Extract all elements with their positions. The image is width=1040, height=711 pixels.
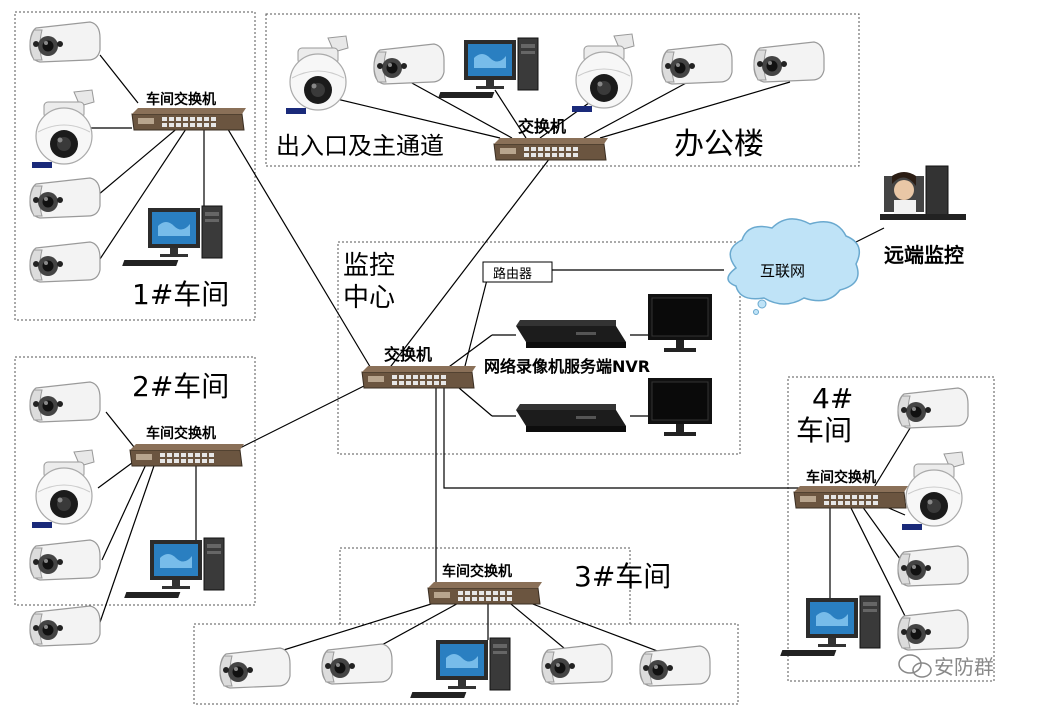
bullet-camera	[29, 605, 101, 647]
bullet-camera	[897, 609, 969, 651]
dome-camera	[31, 89, 95, 169]
workshop3-upper-zone-border	[339, 547, 631, 625]
bullet-camera	[29, 241, 101, 283]
workshop4-label-line1: 4#	[812, 382, 853, 415]
center-label-line1: 监控	[343, 251, 395, 281]
dome-camera	[285, 35, 349, 115]
entrance-label: 出入口及主通道	[276, 132, 444, 160]
center-label-line2: 中心	[343, 283, 395, 313]
nvr-recorder	[516, 404, 626, 432]
workshop4-switch	[793, 485, 909, 509]
bullet-camera	[373, 43, 445, 85]
office-label: 办公楼	[674, 127, 764, 162]
bullet-camera	[321, 643, 393, 685]
workshop3-lower-zone-border	[193, 623, 739, 705]
workshop1-switch	[131, 107, 247, 131]
bullet-camera	[29, 539, 101, 581]
nvr-recorder	[516, 320, 626, 348]
workshop2-zone-border	[14, 356, 256, 606]
dome-camera	[31, 449, 95, 529]
workshop1-switch-label: 车间交换机	[146, 91, 216, 108]
router-label: 路由器	[493, 266, 532, 282]
entrance-office-zone-border	[265, 13, 860, 167]
computer-icon	[409, 637, 511, 699]
workshop1-zone-border	[14, 11, 256, 321]
bullet-camera	[897, 545, 969, 587]
remote-operator-icon	[880, 165, 966, 220]
computer-icon	[123, 537, 225, 599]
remote-monitoring-label: 远端监控	[884, 243, 964, 267]
computer-icon	[779, 595, 881, 657]
dome-camera	[571, 33, 635, 113]
nvr-label: 网络录像机服务端NVR	[484, 357, 650, 376]
router-box	[482, 261, 553, 283]
bullet-camera	[753, 41, 825, 83]
monitor-icon	[647, 293, 713, 353]
workshop1-label: 1#车间	[132, 278, 229, 311]
monitoring-center-zone-border	[337, 241, 741, 455]
wechat-icon	[898, 654, 932, 678]
bullet-camera	[29, 381, 101, 423]
bullet-camera	[897, 387, 969, 429]
workshop2-label: 2#车间	[132, 370, 229, 403]
workshop2-switch	[129, 443, 245, 467]
watermark-text: 安防群	[934, 655, 994, 679]
computer-icon	[121, 205, 223, 267]
bullet-camera	[661, 43, 733, 85]
bullet-camera	[29, 177, 101, 219]
workshop4-switch-label: 车间交换机	[806, 469, 876, 486]
workshop2-switch-label: 车间交换机	[146, 425, 216, 442]
workshop3-label: 3#车间	[574, 560, 671, 593]
core-switch	[361, 365, 477, 389]
bullet-camera	[219, 647, 291, 689]
computer-icon	[437, 37, 539, 99]
bullet-camera	[639, 645, 711, 687]
office-switch	[493, 137, 609, 161]
internet-cloud	[727, 218, 861, 315]
bullet-camera	[541, 643, 613, 685]
workshop4-zone-border	[787, 376, 995, 682]
workshop3-switch-label: 车间交换机	[442, 563, 512, 580]
office-switch-label: 交换机	[518, 117, 566, 136]
monitor-icon	[647, 377, 713, 437]
bullet-camera	[29, 21, 101, 63]
core-switch-label: 交换机	[384, 345, 432, 364]
workshop4-label-line2: 车间	[796, 414, 852, 447]
dome-camera	[901, 451, 965, 531]
workshop3-switch	[427, 581, 543, 605]
internet-label: 互联网	[760, 262, 805, 280]
